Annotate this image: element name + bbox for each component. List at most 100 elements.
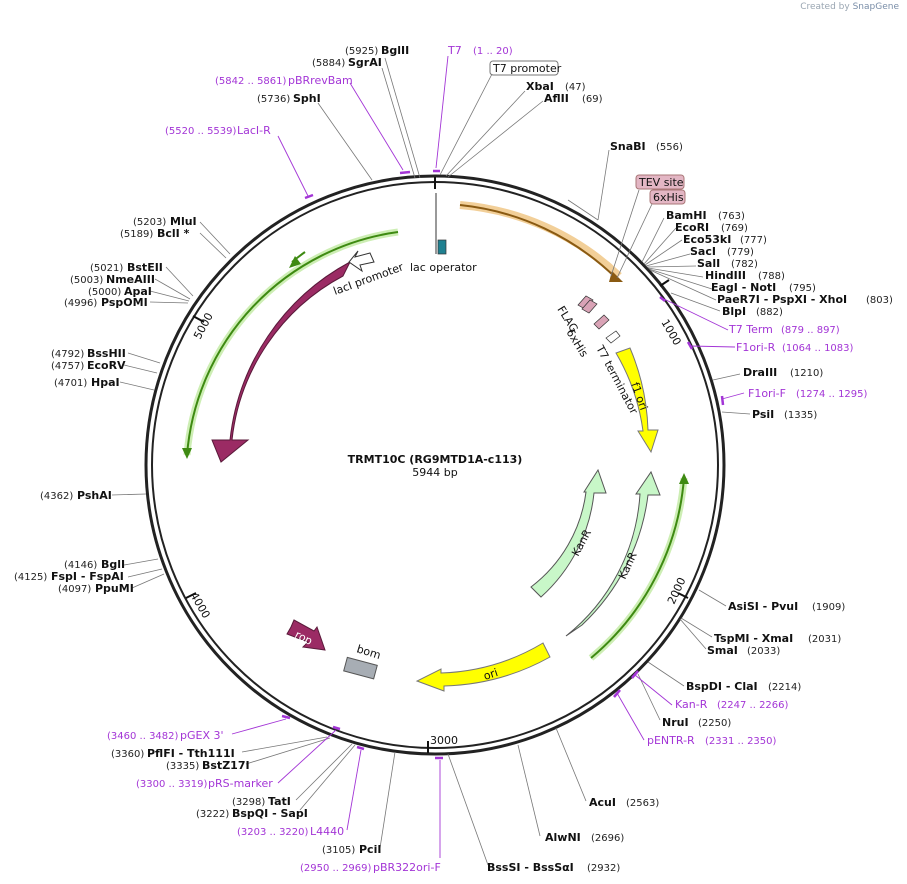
green-arc-left-head [182, 448, 192, 459]
tick-label-3000: 3000 [430, 734, 458, 747]
site-name-BglII: BglII [381, 44, 409, 57]
primer-range-pENTR-R: (2331 .. 2350) [705, 736, 777, 747]
site-name-EagI-NotI: EagI - NotI [711, 281, 776, 294]
site-name-XbaI: XbaI [526, 80, 554, 93]
t7-promoter-label: T7 promoter [492, 62, 562, 75]
green-arc-left-core [186, 231, 399, 456]
site-pos-PpuMI: (4097) [58, 584, 91, 595]
primer-name-F1ori-F: F1ori-F [748, 387, 786, 400]
brand-name: SnapGene [852, 2, 899, 12]
sixhis-top-label: 6xHis [653, 191, 684, 204]
site-pos-BspDI-ClaI: (2214) [768, 682, 801, 693]
primer-name-LacI-R: LacI-R [237, 124, 271, 137]
primer-name-Kan-R: Kan-R [675, 698, 708, 711]
site-name-BlpI: BlpI [722, 305, 746, 318]
primer-range-T7: (1 .. 20) [473, 46, 513, 57]
primer-name-pRS-marker: pRS-marker [208, 777, 273, 790]
tev-site-box [635, 174, 685, 190]
mcs-tags [577, 295, 621, 344]
plasmid-length: 5944 bp [412, 466, 457, 479]
primer-leaders [231, 55, 745, 858]
site-pos-SalI: (782) [731, 259, 758, 270]
site-name-AsiSI-PvuI: AsiSI - PvuI [728, 600, 798, 613]
site-pos-ApaI: (5000) [88, 287, 121, 298]
site-name-PshAI: PshAI [77, 489, 112, 502]
site-name-MluI: MluI [170, 215, 197, 228]
site-name-PaeR7I-XhoI: PaeR7I - PspXI - XhoI [717, 293, 847, 306]
orf-arc-orange-core [459, 204, 617, 279]
primer-name-T7: T7 [447, 44, 462, 57]
site-name-ApaI: ApaI [124, 285, 152, 298]
site-pos-TatI: (3298) [232, 797, 265, 808]
lacI-label: lacI [247, 331, 265, 353]
site-name-BspQI-SapI: BspQI - SapI [232, 807, 308, 820]
site-name-SalI: SalI [697, 257, 720, 270]
site-name-HpaI: HpaI [91, 376, 120, 389]
site-pos-BssHII: (4792) [51, 349, 84, 360]
sixhis-top-box [649, 189, 686, 205]
site-name-DraIII: DraIII [743, 366, 777, 379]
backbone-outer [144, 174, 726, 756]
kanR-outer-feature [565, 470, 661, 637]
site-name-PflFI: PflFI - Tth111I [147, 747, 235, 760]
green-arc-right-core [590, 477, 685, 659]
site-pos-AcuI: (2563) [626, 798, 659, 809]
site-pos-SacI: (779) [727, 247, 754, 258]
site-name-BclI: BclI * [157, 227, 190, 240]
site-name-NmeAIII: NmeAIII [106, 273, 155, 286]
site-pos-MluI: (5203) [133, 217, 166, 228]
site-pos-SnaBI: (556) [656, 142, 683, 153]
site-name-AflII: AflII [544, 92, 569, 105]
site-pos-BclI: (5189) [120, 229, 153, 240]
site-name-PsiI: PsiI [752, 408, 774, 421]
site-name-Eco53kI: Eco53kI [683, 233, 731, 246]
site-pos-PspOMI: (4996) [64, 298, 97, 309]
site-name-TspMI-XmaI: TspMI - XmaI [714, 632, 793, 645]
site-pos-AlwNI: (2696) [591, 833, 624, 844]
primer-name-pGEX3: pGEX 3' [180, 729, 224, 742]
site-pos-EcoRI: (769) [721, 223, 748, 234]
site-name-EcoRI: EcoRI [675, 221, 709, 234]
kanR-outer-label: KanR [616, 550, 640, 582]
site-pos-BamHI: (763) [718, 211, 745, 222]
site-pos-SmaI: (2033) [747, 646, 780, 657]
primer-range-L4440: (3203 .. 3220) [237, 827, 309, 838]
primer-name-pBR322ori-F: pBR322ori-F [373, 861, 441, 874]
sixhis-label: 6xHis [563, 327, 590, 360]
snapgene-brand: Created by SnapGene [800, 2, 899, 12]
site-name-SphI: SphI [293, 92, 321, 105]
kanR-inner-feature [530, 468, 607, 598]
primer-range-LacI-R: (5520 .. 5539) [165, 126, 237, 137]
site-pos-PflFI: (3360) [111, 749, 144, 760]
site-name-BssHII: BssHII [87, 347, 126, 360]
primer-range-F1ori-F: (1274 .. 1295) [796, 389, 868, 400]
tick-label-2000: 2000 [665, 575, 689, 606]
bom-feature [343, 656, 378, 680]
site-pos-HpaI: (4701) [54, 378, 87, 389]
site-name-PspOMI: PspOMI [101, 296, 148, 309]
primer-range-pBRrevBam: (5842 .. 5861) [215, 76, 287, 87]
site-pos-AflII: (69) [582, 94, 603, 105]
site-pos-NruI: (2250) [698, 718, 731, 729]
tick-marks [185, 177, 689, 753]
site-pos-PshAI: (4362) [40, 491, 73, 502]
site-pos-PciI: (3105) [322, 845, 355, 856]
lac-operator-label: lac operator [410, 261, 477, 274]
primer-range-Kan-R: (2247 .. 2266) [717, 700, 789, 711]
primer-labels: T7 (1 .. 20) (5842 .. 5861) pBRrevBam (5… [107, 44, 868, 874]
site-name-HindIII: HindIII [705, 269, 746, 282]
site-name-PpuMI: PpuMI [95, 582, 134, 595]
site-pos-Eco53kI: (777) [740, 235, 767, 246]
site-pos-BglI: (4146) [64, 560, 97, 571]
site-name-BamHI: BamHI [666, 209, 707, 222]
rop-feature [286, 619, 326, 651]
primer-range-F1ori-R: (1064 .. 1083) [782, 343, 854, 354]
site-leaders [111, 57, 751, 866]
site-pos-PaeR7I-XhoI: (803) [866, 295, 893, 306]
enzyme-labels: (5925) BglII (5884) SgrAI (5736) SphI Xb… [14, 44, 893, 874]
site-name-BspDI-ClaI: BspDI - ClaI [686, 680, 758, 693]
f1-ori-feature [615, 347, 659, 454]
ori-label: ori [482, 666, 500, 683]
lac-operator-feature [437, 239, 447, 255]
